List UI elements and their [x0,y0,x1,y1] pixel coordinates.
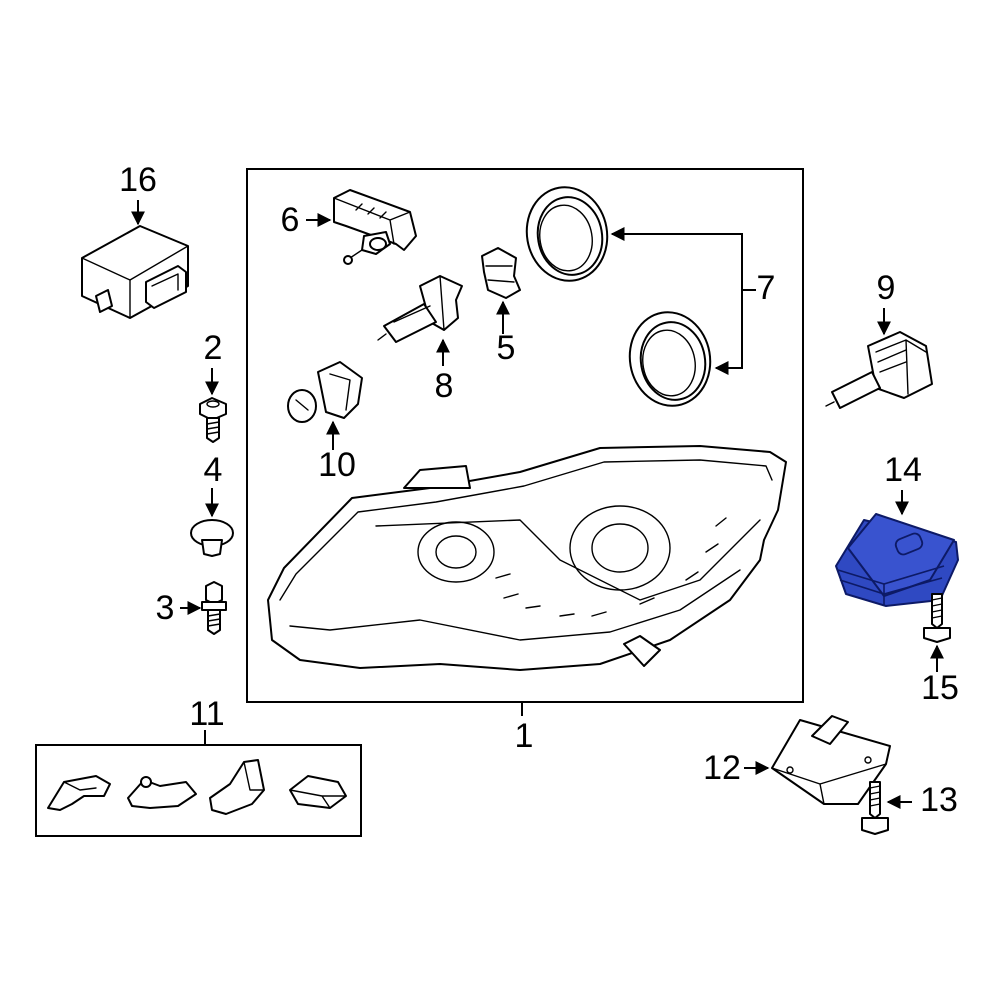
callout-10: 10 [318,446,356,484]
part-7-seal-upper[interactable] [519,181,614,287]
callout-15: 15 [921,669,959,707]
part-11-bracket-b[interactable] [127,776,197,809]
part-11-bracket-a[interactable] [47,775,111,811]
callout-8: 8 [435,367,454,405]
part-9-xenon-bulb[interactable] [825,331,933,409]
part-8-bulb[interactable] [377,275,463,343]
callout-1: 1 [515,717,534,755]
callout-9: 9 [877,269,896,307]
part-3-bolt[interactable] [201,581,227,635]
part-1-headlamp[interactable] [267,445,787,671]
part-11-repair-kit-frame [35,744,362,837]
ballast-top [847,513,955,597]
part-5-bulb-holder[interactable] [481,247,521,299]
part-6-leveling-motor[interactable] [333,189,417,265]
part-16-control-module[interactable] [81,225,189,319]
part-11-bracket-d[interactable] [289,775,347,809]
callout-4: 4 [204,451,223,489]
callout-5: 5 [497,329,516,367]
callout-13: 13 [920,781,958,819]
callout-6: 6 [281,201,300,239]
part-13-bolt[interactable] [861,781,889,835]
callout-7: 7 [757,269,776,307]
callout-2: 2 [204,329,223,367]
callout-11: 11 [189,695,224,733]
part-2-screw[interactable] [199,397,227,443]
part-11-bracket-c[interactable] [209,759,265,815]
part-14-ballast[interactable] [835,513,959,607]
part-10-bulb[interactable] [287,361,363,423]
part-12-control-unit[interactable] [771,715,891,805]
callout-14: 14 [884,451,922,489]
callout-16: 16 [119,161,157,199]
part-4-clip[interactable] [190,519,234,557]
part-7-seal-lower[interactable] [622,306,717,412]
callout-3: 3 [156,589,175,627]
headlamp-assembly-frame [246,168,804,703]
part-15-bolt[interactable] [923,593,951,643]
callout-12: 12 [703,749,741,787]
